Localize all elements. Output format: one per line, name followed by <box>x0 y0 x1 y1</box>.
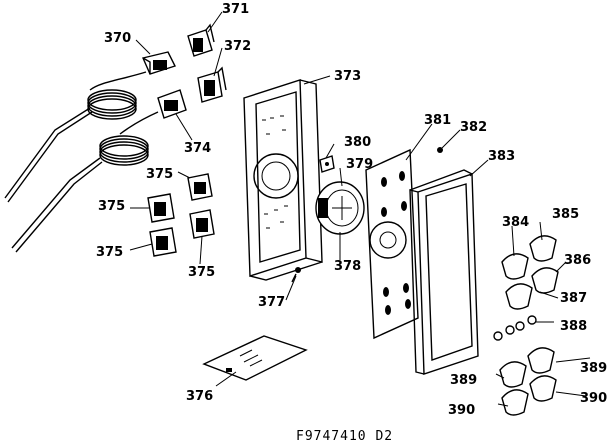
label-370: 370 <box>104 31 131 46</box>
part-381-plate <box>365 148 419 340</box>
label-385: 385 <box>552 207 579 222</box>
part-374-thermostat <box>11 89 187 253</box>
label-372: 372 <box>224 39 251 54</box>
label-377: 377 <box>258 295 285 310</box>
label-379: 379 <box>346 157 373 172</box>
part-380-bracket <box>319 155 335 173</box>
label-373: 373 <box>334 69 361 84</box>
label-387: 387 <box>560 291 587 306</box>
label-375-bottom-right: 375 <box>188 265 215 280</box>
label-388: 388 <box>560 319 587 334</box>
part-375-switches <box>147 173 215 257</box>
label-389-right: 389 <box>580 361 607 376</box>
label-371: 371 <box>222 2 249 17</box>
part-384-387-knobs <box>501 235 559 310</box>
part-377-screw <box>291 267 301 283</box>
label-381: 381 <box>424 113 451 128</box>
label-383: 383 <box>488 149 515 164</box>
label-382: 382 <box>460 120 487 135</box>
part-389-390-knobs <box>499 347 557 416</box>
label-375-left: 375 <box>98 199 125 214</box>
part-373-panel <box>243 79 323 281</box>
part-383-frame <box>409 169 479 375</box>
label-374: 374 <box>184 141 211 156</box>
drawing-number: F9747410 D2 <box>296 429 393 443</box>
label-375-top: 375 <box>146 167 173 182</box>
label-380: 380 <box>344 135 371 150</box>
part-382-screw <box>437 147 443 153</box>
label-375-bottom-left: 375 <box>96 245 123 260</box>
part-378-timer <box>315 181 365 235</box>
label-390-left: 390 <box>448 403 475 418</box>
part-376-pad <box>202 335 308 381</box>
label-389-left: 389 <box>450 373 477 388</box>
label-386: 386 <box>564 253 591 268</box>
part-388-fittings <box>493 315 537 341</box>
part-370-thermostat <box>4 51 176 203</box>
label-390-right: 390 <box>580 391 607 406</box>
leader-lines <box>129 11 591 407</box>
part-371-switch <box>187 23 215 57</box>
label-378: 378 <box>334 259 361 274</box>
part-372-switch <box>197 66 227 103</box>
label-376: 376 <box>186 389 213 404</box>
label-384: 384 <box>502 215 529 230</box>
